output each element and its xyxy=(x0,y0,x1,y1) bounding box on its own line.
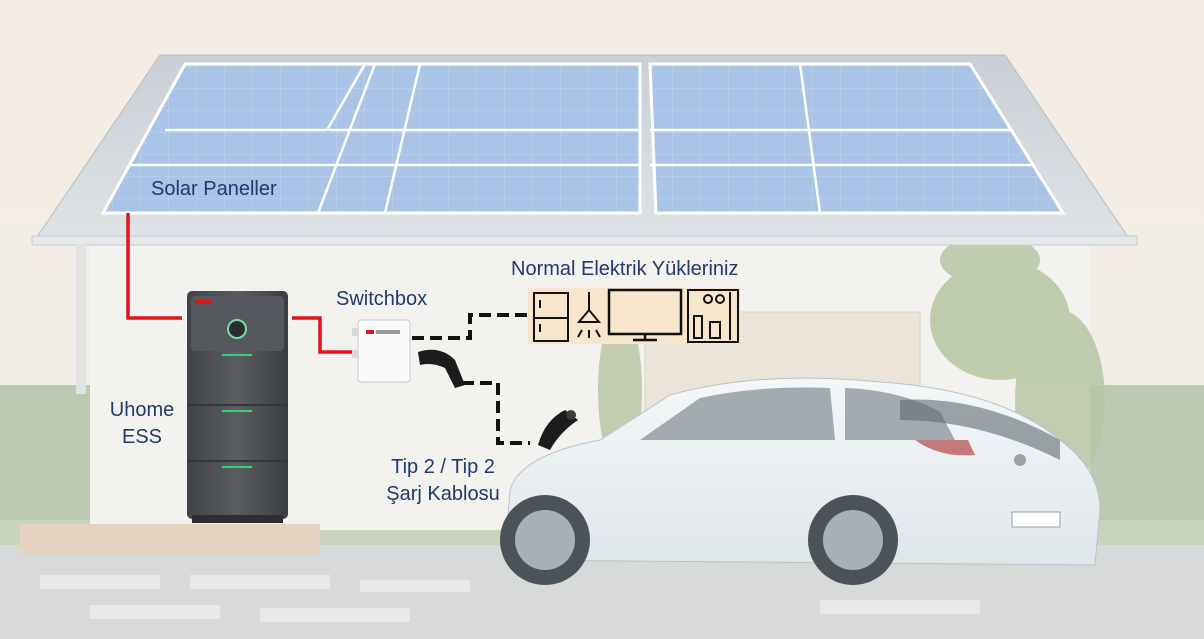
ess-label-line2: ESS xyxy=(121,426,163,448)
ess-label: Uhome ESS xyxy=(104,397,180,451)
ivy-plants xyxy=(598,235,1105,490)
electric-car-icon xyxy=(500,377,1101,585)
cable-label-line2: Şarj Kablosu xyxy=(386,483,500,505)
paving-stones xyxy=(40,575,980,622)
solar-panels-label: Solar Paneller xyxy=(151,178,277,200)
lamp-icon xyxy=(576,292,602,338)
kitchen-appliances-icon xyxy=(687,289,739,343)
ess-to-switchbox-line xyxy=(292,316,356,354)
appliance-loads xyxy=(528,288,740,344)
ess-label-line1: Uhome xyxy=(109,399,175,421)
switchbox-icon xyxy=(352,319,411,383)
solar-to-ess-line xyxy=(126,213,182,320)
charger-cable-line xyxy=(462,381,530,445)
battery-icon xyxy=(187,291,288,523)
downspout xyxy=(76,244,86,394)
charging-plug-icon xyxy=(418,349,578,450)
switchbox-label: Switchbox xyxy=(336,288,428,310)
cable-label-line1: Tip 2 / Tip 2 xyxy=(391,456,495,478)
wooden-deck xyxy=(20,524,320,554)
switchbox-to-loads-line xyxy=(412,313,530,340)
fridge-icon xyxy=(533,292,569,342)
loads-label: Normal Elektrik Yükleriniz xyxy=(511,258,739,280)
solar-panel-icon xyxy=(100,62,1066,215)
tv-icon xyxy=(607,288,683,342)
cable-label: Tip 2 / Tip 2 Şarj Kablosu xyxy=(378,454,508,508)
roof-gutter xyxy=(31,235,1138,246)
